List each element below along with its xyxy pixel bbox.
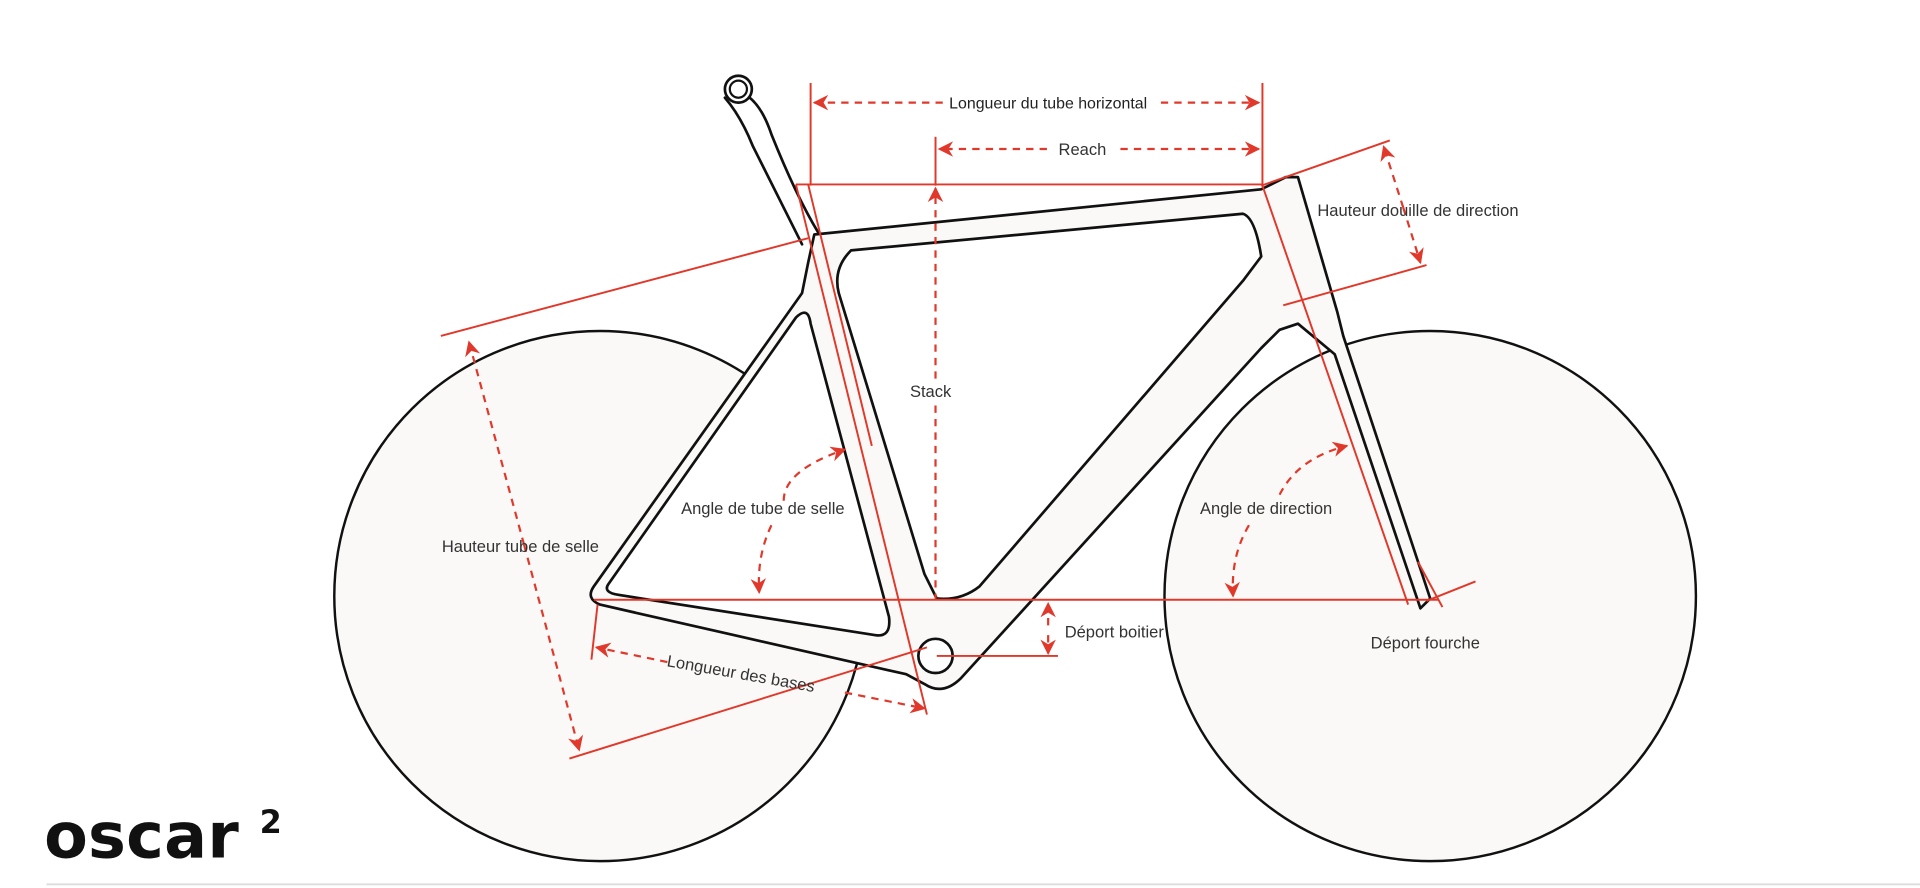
label-seat-tube-height: Hauteur tube de selle <box>442 538 599 556</box>
label-bb-drop: Déport boitier <box>1065 624 1165 642</box>
dimension-arrows <box>465 94 1424 752</box>
brand-logo: oscar 2 <box>44 799 282 873</box>
geometry-lines <box>440 83 1476 760</box>
label-reach: Reach <box>1059 141 1107 159</box>
label-top-tube-length: Longueur du tube horizontal <box>949 96 1147 113</box>
label-head-angle: Angle de direction <box>1200 500 1332 518</box>
label-fork-offset: Déport fourche <box>1371 635 1480 653</box>
svg-text:2: 2 <box>260 804 282 841</box>
label-seat-tube-angle: Angle de tube de selle <box>681 500 844 518</box>
bike-frame <box>589 74 1432 691</box>
label-head-tube-height: Hauteur douille de direction <box>1317 202 1518 220</box>
label-stack: Stack <box>910 383 952 401</box>
svg-text:oscar: oscar <box>44 799 240 873</box>
